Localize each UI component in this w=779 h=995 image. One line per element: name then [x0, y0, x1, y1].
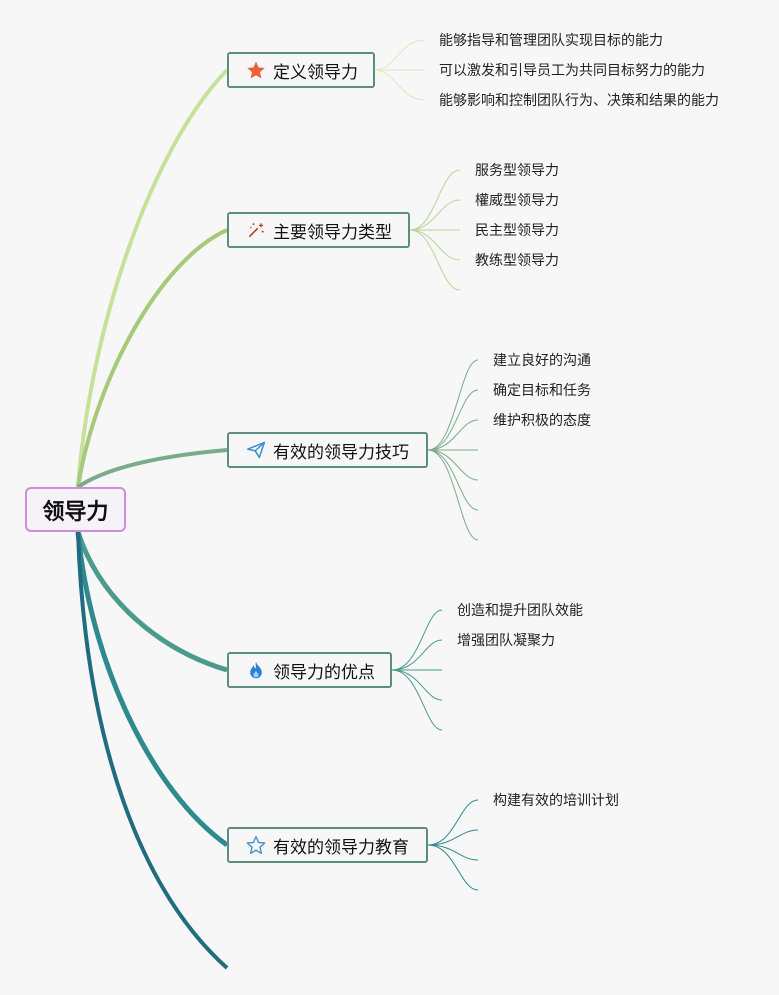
root-node[interactable]: 领导力	[25, 487, 126, 532]
topic-label: 领导力的优点	[273, 662, 375, 683]
magic-wand-icon	[245, 219, 267, 241]
leaf-item[interactable]: 權威型领导力	[475, 193, 559, 209]
paper-plane-icon	[245, 439, 267, 461]
topic-label: 定义领导力	[273, 62, 358, 83]
flame-icon	[245, 659, 267, 681]
leaf-item[interactable]: 能够指导和管理团队实现目标的能力	[439, 33, 663, 49]
topic-label: 有效的领导力技巧	[273, 442, 409, 463]
star-outline-icon	[245, 834, 267, 856]
leaf-item[interactable]: 可以激发和引导员工为共同目标努力的能力	[439, 63, 705, 79]
leaf-item[interactable]: 确定目标和任务	[493, 383, 591, 399]
branch-connector-4	[75, 531, 228, 673]
leaf-item[interactable]: 能够影响和控制团队行为、决策和结果的能力	[439, 93, 719, 109]
branch-connector-3	[76, 448, 228, 489]
topic-definition[interactable]: 定义领导力	[227, 52, 375, 88]
star-filled-icon	[245, 59, 267, 81]
topic-label: 有效的领导力教育	[273, 837, 409, 858]
leaf-item[interactable]: 建立良好的沟通	[493, 353, 591, 369]
leaf-item[interactable]: 构建有效的培训计划	[493, 793, 619, 809]
leaf-item[interactable]: 教练型领导力	[475, 253, 559, 269]
leaf-item[interactable]: 增强团队凝聚力	[457, 633, 555, 649]
branch-connector-2	[76, 228, 228, 488]
topic-advantages[interactable]: 领导力的优点	[227, 652, 392, 688]
leaf-item[interactable]: 维护积极的态度	[493, 413, 591, 429]
leaf-item[interactable]: 服务型领导力	[475, 163, 559, 179]
leaf-item[interactable]: 创造和提升团队效能	[457, 603, 583, 619]
branch-connector-5	[75, 531, 229, 848]
topic-label: 主要领导力类型	[273, 222, 392, 243]
branch-connector-1	[76, 68, 229, 488]
topic-types[interactable]: 主要领导力类型	[227, 212, 410, 248]
branch-connector-tail	[76, 531, 229, 970]
topic-skills[interactable]: 有效的领导力技巧	[227, 432, 428, 468]
topic-education[interactable]: 有效的领导力教育	[227, 827, 428, 863]
leaf-item[interactable]: 民主型领导力	[475, 223, 559, 239]
